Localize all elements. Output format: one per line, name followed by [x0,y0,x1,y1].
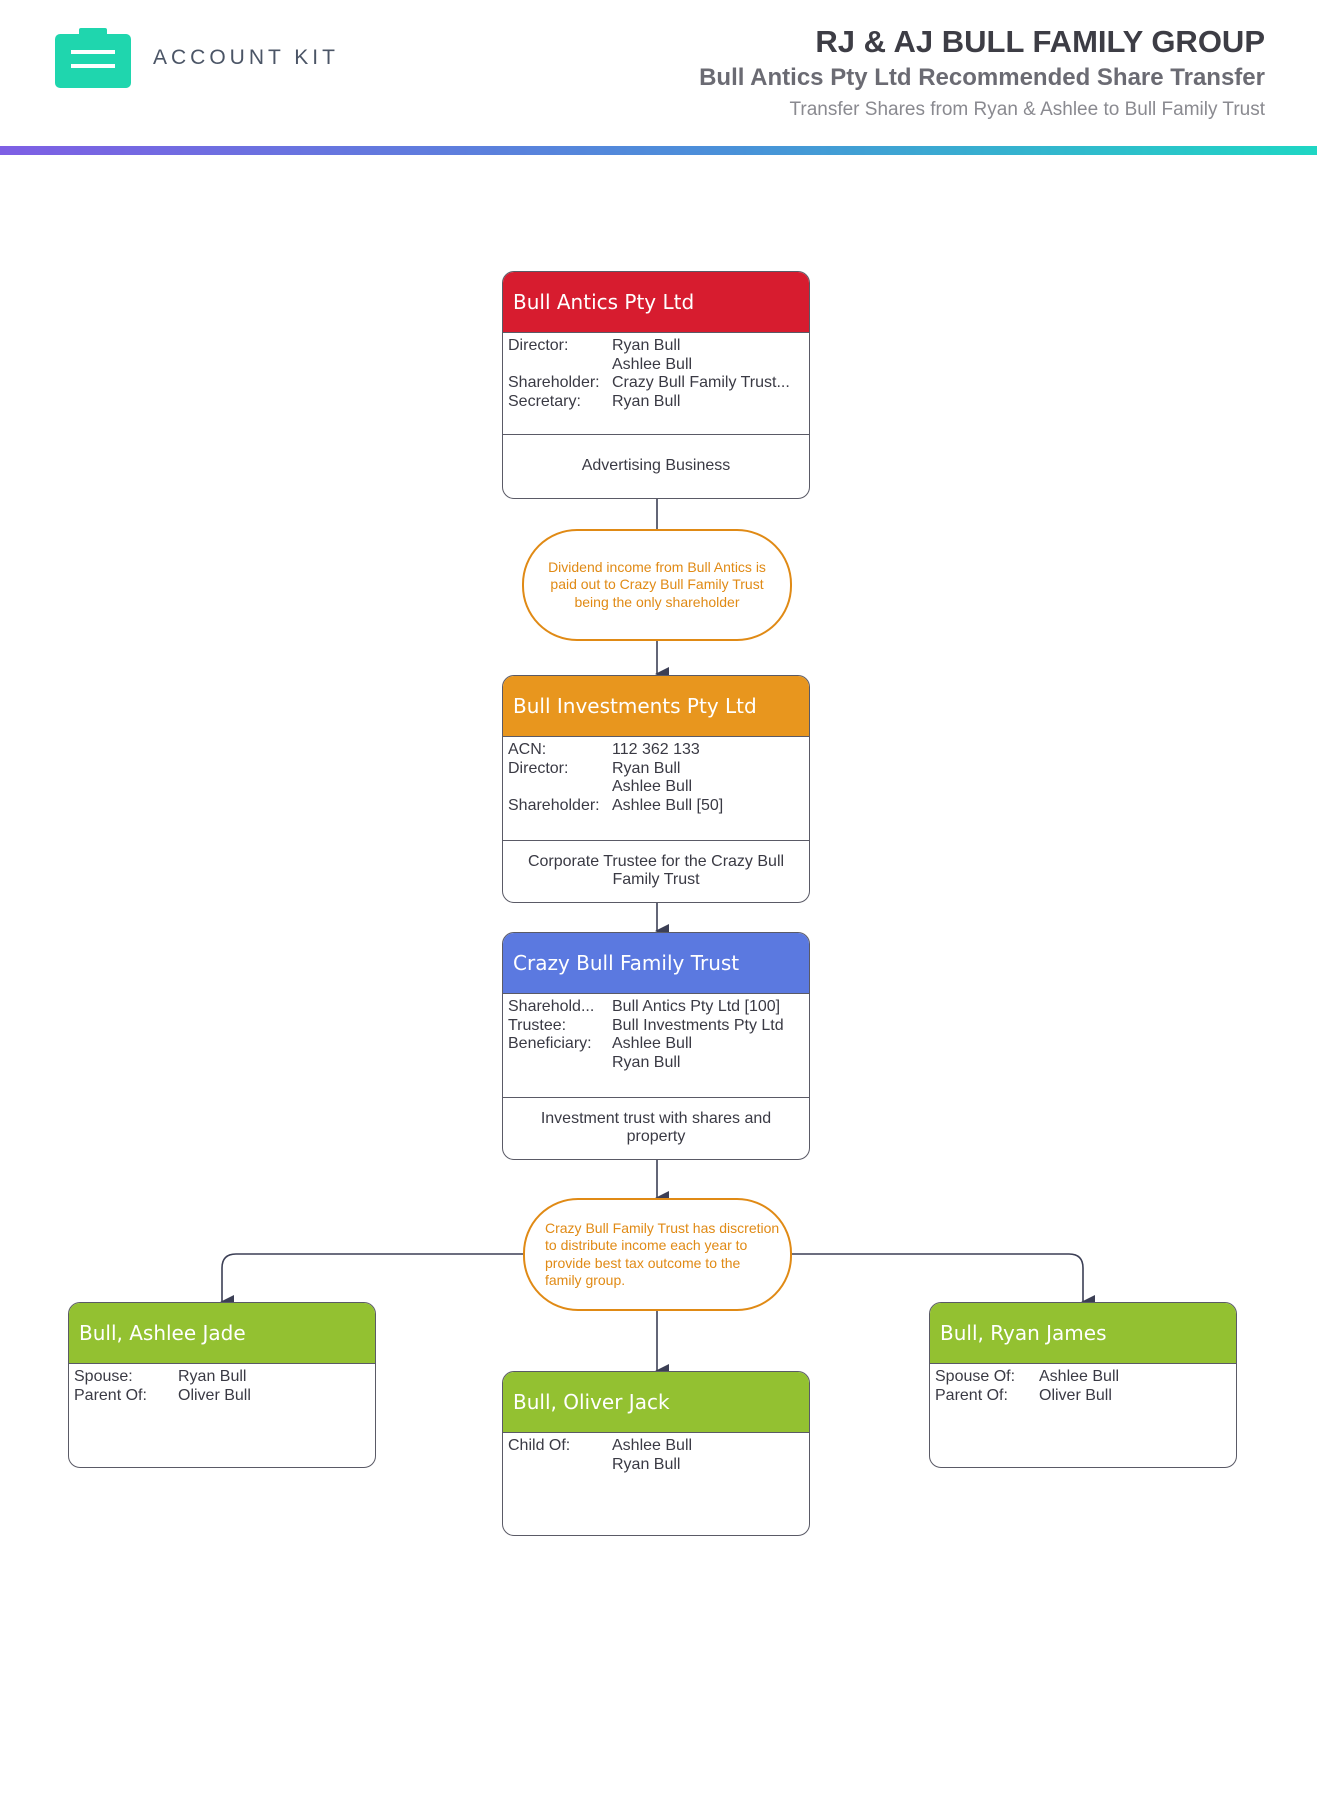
detail-row: ACN: 112 362 133 [508,741,804,760]
detail-row: Secretary: Ryan Bull [508,393,804,412]
detail-value: 112 362 133 [612,741,700,758]
detail-value: Ryan Bull [612,337,681,354]
card-title: Bull Investments Pty Ltd [503,676,809,737]
detail-value: Bull Investments Pty Ltd [612,1016,784,1034]
dividend-note: Dividend income from Bull Antics is paid… [522,529,792,641]
detail-key: Parent Of: [74,1386,147,1404]
detail-key: Director: [508,337,569,354]
card-description: Advertising Business [503,434,809,497]
page-title: RJ & AJ BULL FAMILY GROUP [815,24,1265,59]
detail-row: Shareholder: Crazy Bull Family Trust... [508,374,804,393]
detail-row: Parent Of: Oliver Bull [935,1387,1231,1406]
detail-key: Secretary: [508,392,581,410]
detail-row: Shareholder: Ashlee Bull [50] [508,797,804,816]
detail-key: Trustee: [508,1016,567,1034]
detail-value: Ryan Bull [612,392,681,410]
detail-value: Ashlee Bull [612,355,693,373]
detail-row: Sharehold... Bull Antics Pty Ltd [100] [508,998,804,1017]
detail-key: Shareholder: [508,796,600,814]
detail-value: Ashlee Bull [50] [612,796,724,814]
detail-value: Ryan Bull [178,1368,247,1385]
detail-value: Crazy Bull Family Trust... [612,374,790,391]
brand-name: ACCOUNT KIT [153,46,339,69]
card-title: Bull, Oliver Jack [503,1372,809,1433]
person-ryan-card[interactable]: Bull, Ryan James Spouse Of: Ashlee Bull … [929,1302,1237,1468]
detail-key: Shareholder: [508,374,600,391]
person-ashlee-card[interactable]: Bull, Ashlee Jade Spouse: Ryan Bull Pare… [68,1302,376,1468]
card-description: Investment trust with shares and propert… [503,1097,809,1158]
discretion-note: Crazy Bull Family Trust has discretion t… [523,1198,792,1311]
page-description: Transfer Shares from Ryan & Ashlee to Bu… [789,99,1265,120]
briefcase-icon [55,28,131,88]
detail-value: Ashlee Bull [612,1035,693,1052]
detail-value: Ashlee Bull [612,778,693,795]
detail-row: Trustee: Bull Investments Pty Ltd [508,1017,804,1036]
trust-crazy-bull-card[interactable]: Crazy Bull Family Trust Sharehold... Bul… [502,932,810,1160]
detail-key: Spouse: [74,1368,133,1385]
account-kit-logo: ACCOUNT KIT [55,28,339,88]
company-bull-investments-card[interactable]: Bull Investments Pty Ltd ACN: 112 362 13… [502,675,810,903]
card-title: Bull, Ryan James [930,1303,1236,1364]
card-title: Bull Antics Pty Ltd [503,272,809,333]
detail-key: Spouse Of: [935,1368,1016,1385]
card-title: Bull, Ashlee Jade [69,1303,375,1364]
detail-key: ACN: [508,741,547,758]
detail-key: Sharehold... [508,998,595,1015]
detail-value: Ryan Bull [612,1455,681,1473]
detail-row: Parent Of: Oliver Bull [74,1387,370,1406]
header-divider [0,146,1317,155]
detail-key: Beneficiary: [508,1035,592,1052]
detail-value: Ryan Bull [612,759,681,777]
detail-value: Oliver Bull [178,1386,251,1404]
detail-row: Spouse: Ryan Bull [74,1368,370,1387]
detail-value: Oliver Bull [1039,1386,1112,1404]
page-subtitle: Bull Antics Pty Ltd Recommended Share Tr… [699,64,1265,91]
detail-value: Bull Antics Pty Ltd [100] [612,998,781,1015]
detail-value: Ryan Bull [612,1053,681,1071]
detail-value: Ashlee Bull [612,1437,693,1454]
detail-row: Spouse Of: Ashlee Bull [935,1368,1231,1387]
detail-key: Director: [508,759,569,777]
detail-key: Parent Of: [935,1386,1008,1404]
detail-value: Ashlee Bull [1039,1368,1120,1385]
card-description: Corporate Trustee for the Crazy Bull Fam… [503,840,809,901]
detail-key: Child Of: [508,1437,571,1454]
card-title: Crazy Bull Family Trust [503,933,809,994]
